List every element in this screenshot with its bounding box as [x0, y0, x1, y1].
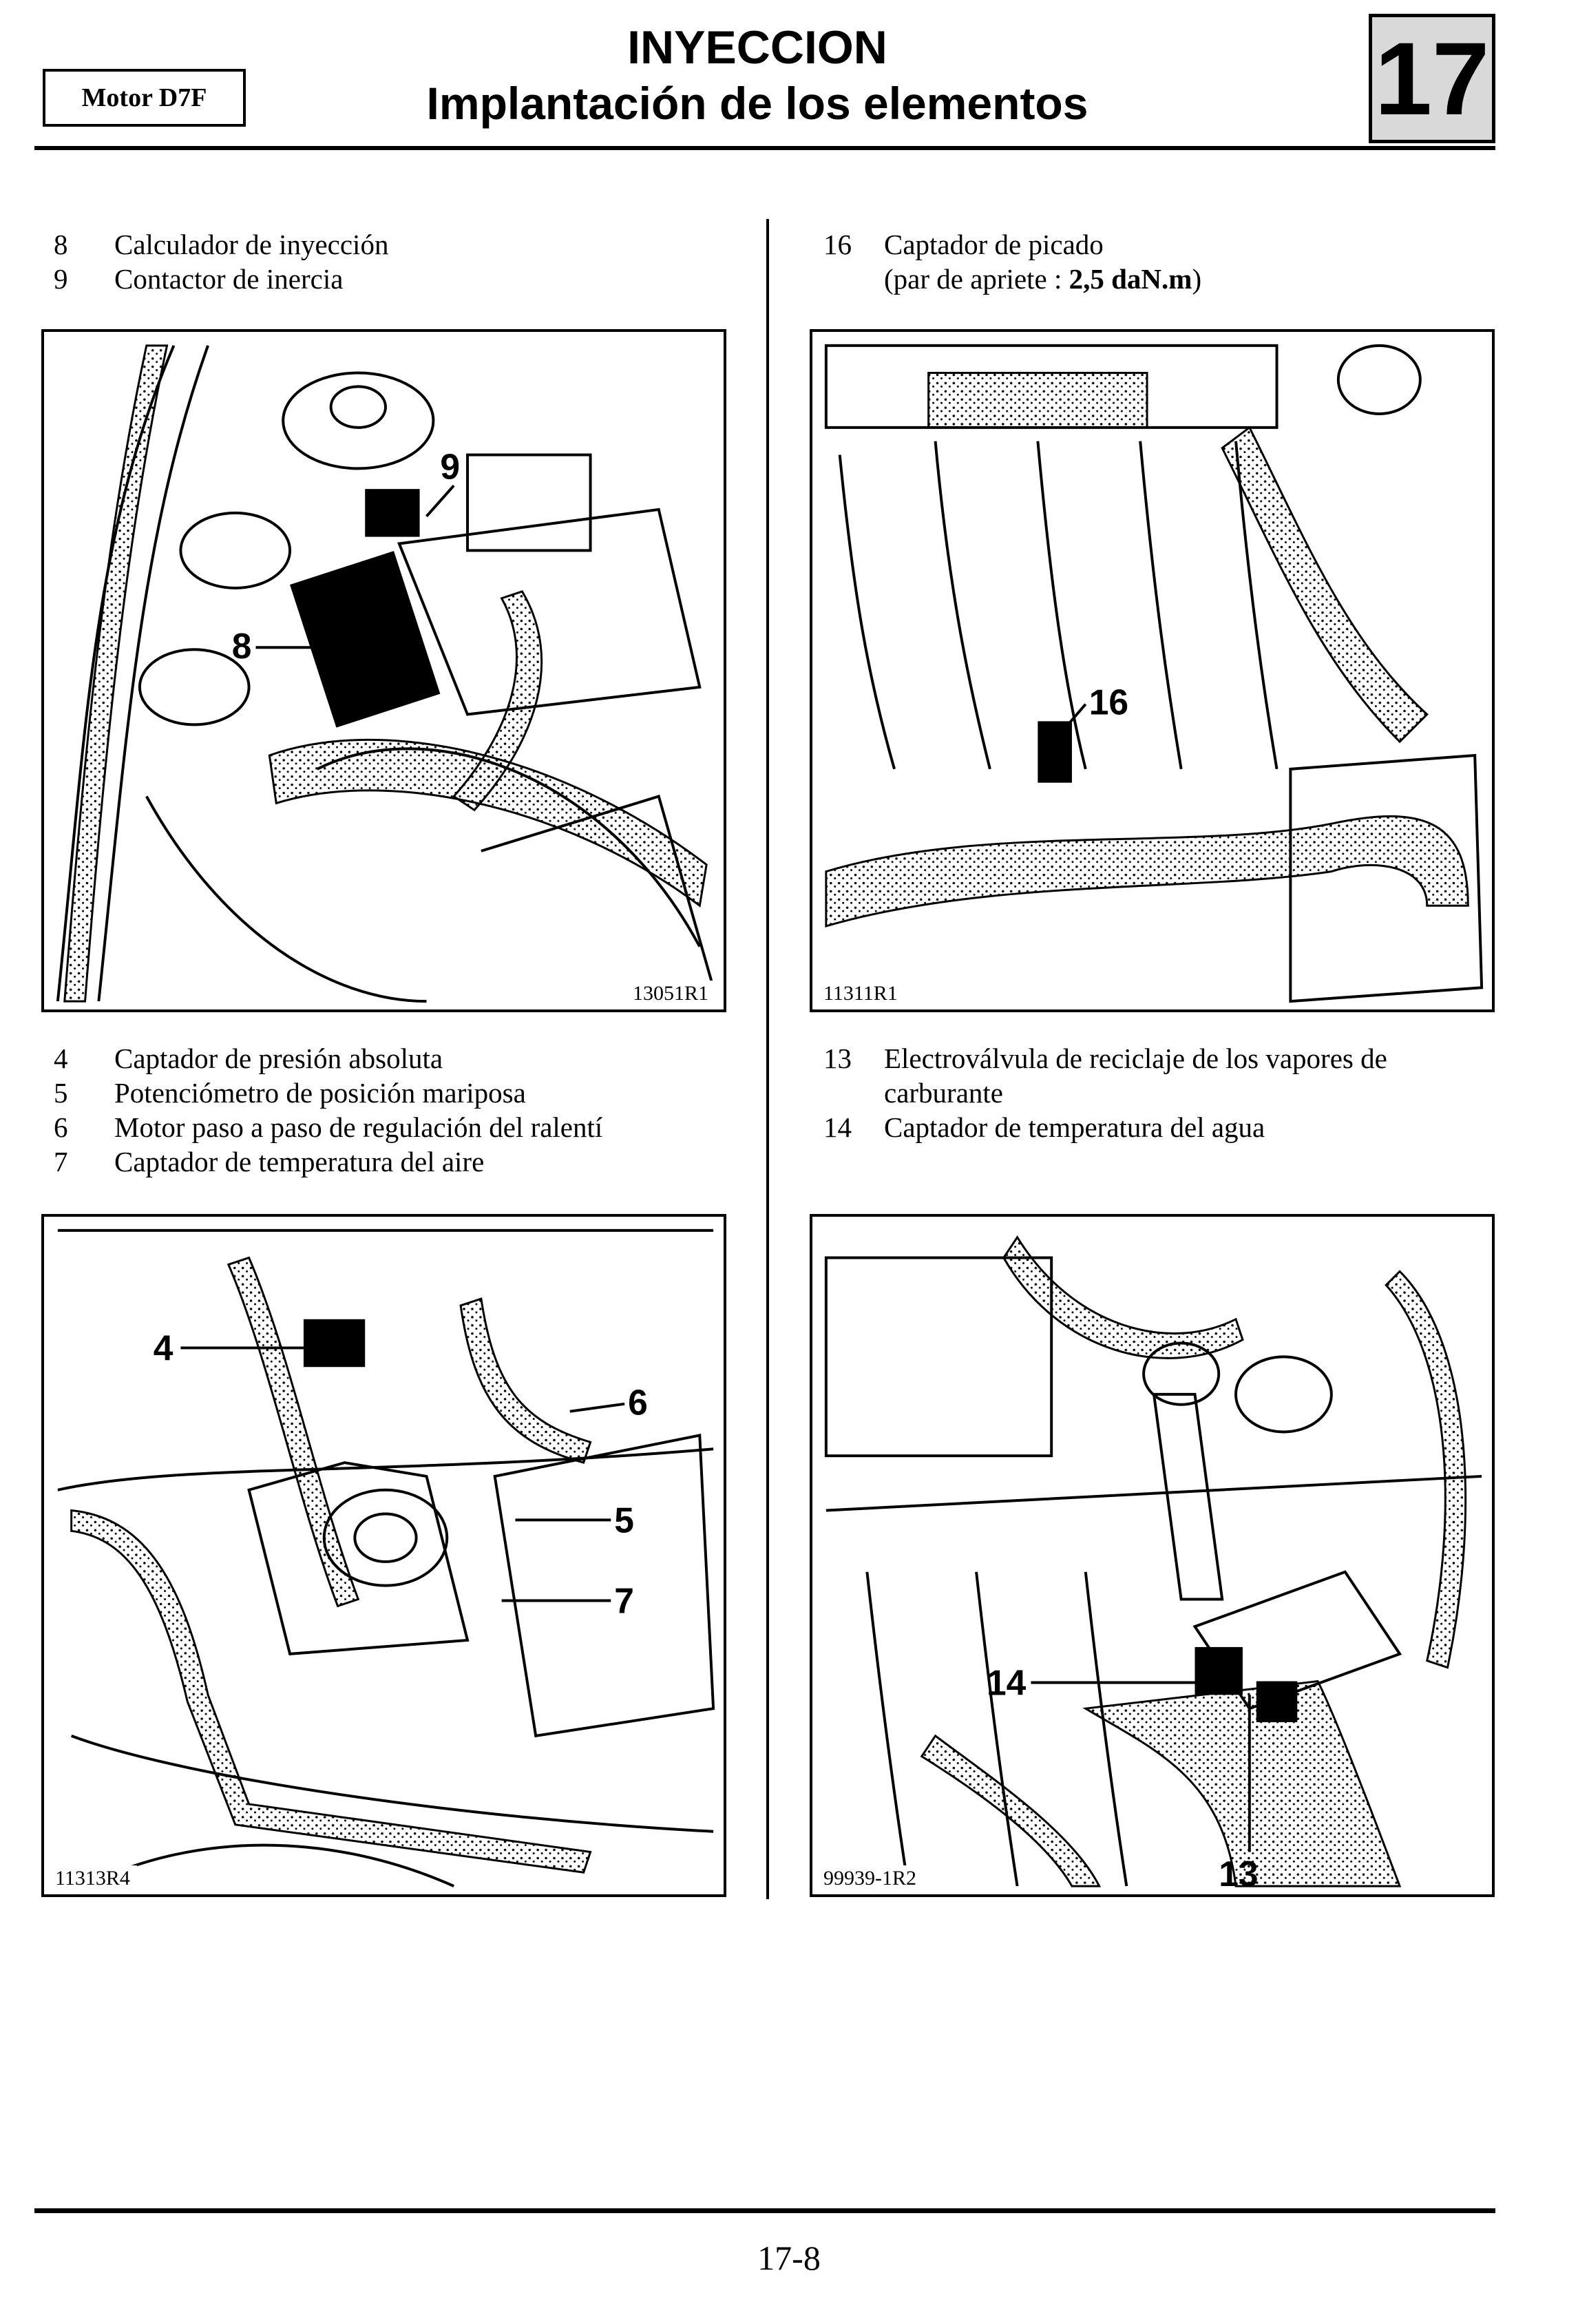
figure-ref: 11311R1: [817, 981, 905, 1007]
callout-label: 5: [614, 1500, 634, 1540]
engine-drawing: 4 6 5 7: [57, 1228, 715, 1887]
engine-diagram-99939-1R2: 14 13 99939-1R2: [810, 1214, 1495, 1897]
figure-ref: 11313R4: [48, 1865, 137, 1892]
callout-label: 8: [232, 626, 252, 666]
header-rule: [34, 146, 1495, 150]
page-title: INYECCION: [627, 21, 887, 74]
callout-label: 4: [154, 1328, 173, 1368]
callout-label: 7: [614, 1580, 634, 1620]
callout-label: 16: [1089, 682, 1128, 722]
callout-label: 14: [987, 1662, 1027, 1702]
callout-label: 6: [628, 1383, 648, 1423]
engine-drawing: 16: [824, 344, 1484, 1003]
chapter-number: 17: [1369, 14, 1495, 143]
motor-label: Motor D7F: [43, 69, 246, 127]
footer-rule: [34, 2208, 1495, 2213]
figure-ref: 13051R1: [625, 981, 715, 1007]
engine-diagram-13051R1: 9 8 13051R1: [41, 329, 726, 1012]
engine-diagram-11313R4: 4 6 5 7 11313R4: [41, 1214, 726, 1897]
engine-diagram-11311R1: 16 11311R1: [810, 329, 1495, 1012]
figure-ref: 99939-1R2: [817, 1865, 923, 1892]
page-subtitle: Implantación de los elementos: [426, 78, 1088, 129]
page-number: 17-8: [757, 2239, 821, 2277]
engine-drawing: 14 13: [824, 1235, 1482, 1894]
callout-label: 9: [440, 446, 460, 486]
engine-drawing: 9 8: [56, 344, 715, 1003]
column-divider: [766, 219, 769, 1899]
callout-label: 13: [1219, 1854, 1258, 1894]
